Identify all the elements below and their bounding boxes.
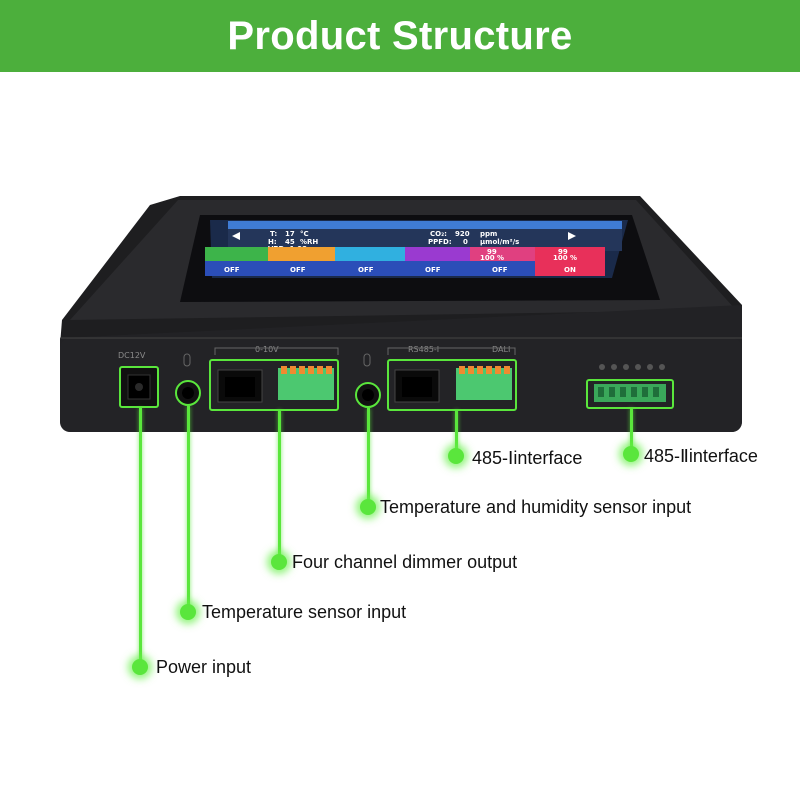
temperature-humidity-sensor-jack	[355, 382, 381, 408]
svg-text:μmol/m²/s: μmol/m²/s	[480, 238, 519, 246]
rs485-2-callout-dot	[623, 446, 639, 462]
screen-status-row2: H:	[268, 238, 277, 246]
svg-text:%RH: %RH	[300, 238, 318, 246]
dimmer-leader-line	[278, 410, 281, 562]
page-title: Product Structure	[227, 13, 573, 58]
dimmer-callout-dot	[271, 554, 287, 570]
svg-text:ON: ON	[564, 266, 576, 274]
svg-text:45: 45	[285, 238, 295, 246]
temperature-sensor-input-label: Temperature sensor input	[202, 602, 407, 622]
rs485-1-label: RS485-I	[408, 345, 439, 354]
title-banner: Product Structure	[0, 0, 800, 72]
svg-text:ppm: ppm	[480, 230, 497, 238]
screen-status-row1: T:	[270, 230, 277, 238]
temperature-humidity-sensor-input-label: Temperature and humidity sensor input	[380, 497, 692, 517]
power-leader-line	[139, 408, 142, 667]
rs485-1-leader-line	[455, 410, 458, 456]
touch-screen: T: 17 °C CO₂: 920 ppm H: 45 %RH PPFD: 0 …	[205, 220, 628, 278]
screen-right-arrow-icon	[568, 232, 576, 240]
four-channel-dimmer-output-label: Four channel dimmer output	[292, 552, 518, 572]
svg-text:OFF: OFF	[358, 266, 374, 274]
svg-text:PPFD:: PPFD:	[428, 238, 452, 246]
svg-text:17: 17	[285, 230, 295, 238]
svg-text:OFF: OFF	[492, 266, 508, 274]
rs485-1-interface-label: 485-Ⅰinterface	[472, 448, 583, 468]
power-jack	[119, 366, 159, 408]
temp-leader-line	[187, 406, 190, 612]
thermometer-icon	[363, 353, 371, 367]
rs485-2-leader-line	[630, 408, 633, 454]
svg-text:OFF: OFF	[425, 266, 441, 274]
rs485-1-callout-dot	[448, 448, 464, 464]
screen-channel-value: 99	[487, 248, 497, 256]
dali-label: DALI	[492, 345, 510, 354]
rs485-2-interface-label: 485-Ⅱinterface	[644, 446, 758, 466]
indicator-leds	[599, 364, 665, 370]
th-callout-dot	[360, 499, 376, 515]
svg-text:CO₂:: CO₂:	[430, 230, 447, 238]
dimmer-output-group	[209, 359, 339, 411]
screen-left-arrow-icon	[232, 232, 240, 240]
dc12v-label: DC12V	[118, 351, 146, 360]
th-leader-line	[367, 408, 370, 507]
svg-text:920: 920	[455, 230, 470, 238]
svg-text:0: 0	[463, 238, 468, 246]
svg-text:99: 99	[558, 248, 568, 256]
power-callout-dot	[132, 659, 148, 675]
power-input-label: Power input	[156, 657, 252, 677]
svg-text:OFF: OFF	[290, 266, 306, 274]
svg-text:100 %: 100 %	[553, 254, 577, 262]
thermometer-icon	[183, 353, 191, 367]
rs485-1-group	[387, 359, 517, 411]
0-10v-label: 0-10V	[255, 345, 279, 354]
temperature-sensor-jack	[175, 380, 201, 406]
svg-text:100 %: 100 %	[480, 254, 504, 262]
svg-text:°C: °C	[300, 230, 309, 238]
screen-button: OFF	[224, 266, 240, 274]
temp-callout-dot	[180, 604, 196, 620]
